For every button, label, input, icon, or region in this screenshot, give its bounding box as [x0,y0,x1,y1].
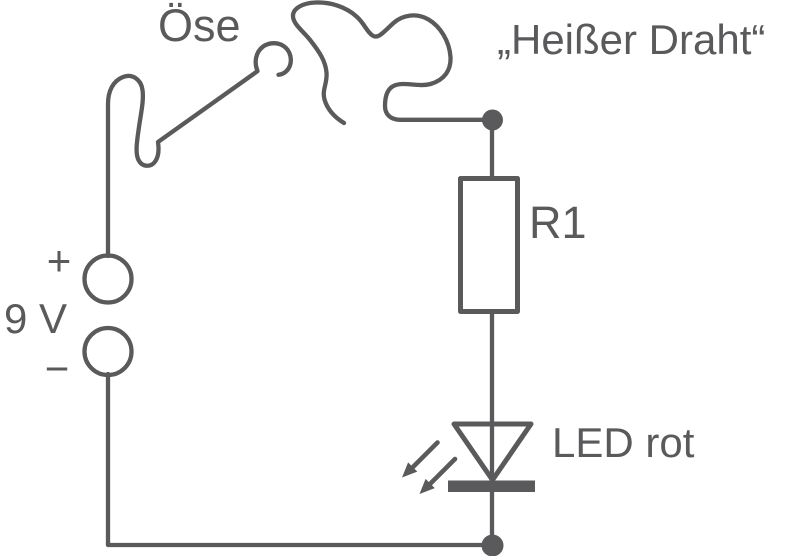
led-cathode-bar [448,480,535,492]
battery-terminal-negative [82,325,134,378]
label-hot-wire: „Heißer Draht“ [497,16,765,63]
battery-terminal-positive [82,253,134,305]
wire-bottom-return [105,371,490,548]
led-light-arrows-icon [402,440,458,494]
battery-minus-sign: − [45,345,70,392]
label-battery-voltage: 9 V [4,295,67,342]
resistor-body [458,176,520,314]
led-triangle [451,421,534,483]
junction-dot-top [482,109,503,131]
battery-plus-sign: + [47,237,72,284]
loop-handle-wire [105,69,260,259]
label-loop: Öse [158,0,241,51]
label-led: LED rot [552,419,695,466]
hot-wire-path [290,0,485,126]
junction-dot-bottom [481,534,504,556]
label-resistor: R1 [529,197,587,248]
loop-eyelet-icon [253,41,293,77]
